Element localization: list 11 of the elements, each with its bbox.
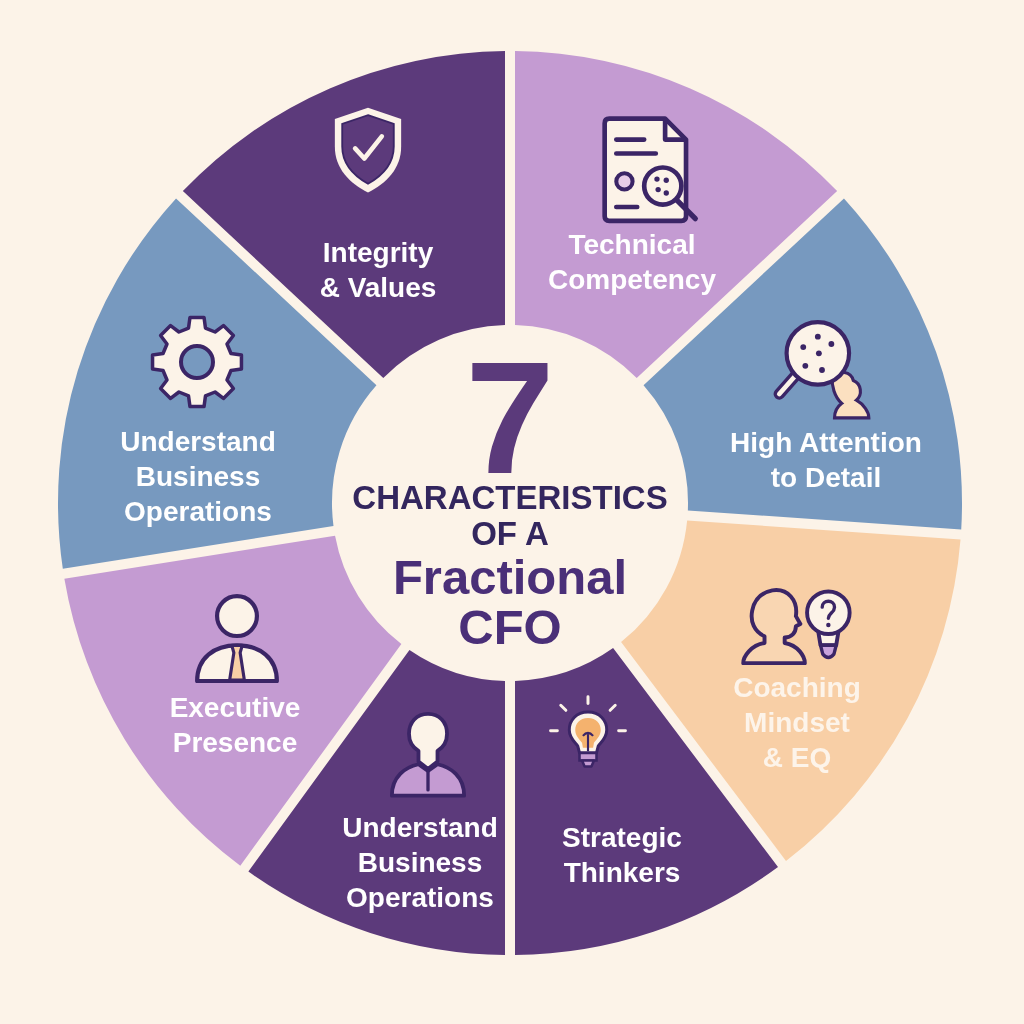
headline-number: 7 [465, 354, 555, 480]
segment-label: Coaching Mindset & EQ [732, 670, 862, 775]
headline-title: Fractional CFO [391, 551, 629, 652]
segment-label: Understand Business Operations [341, 810, 499, 915]
segment-label: Understand Business Operations [119, 424, 277, 529]
segment-label: Integrity & Values [318, 236, 438, 305]
segment-label: Technical Competency [546, 228, 717, 297]
segment-label: Strategic Thinkers [561, 821, 683, 890]
headline-text: CHARACTERISTICS OF A [351, 479, 669, 552]
segment-label: High Attention to Detail [729, 426, 923, 495]
segment-label: Executive Presence [168, 691, 302, 760]
